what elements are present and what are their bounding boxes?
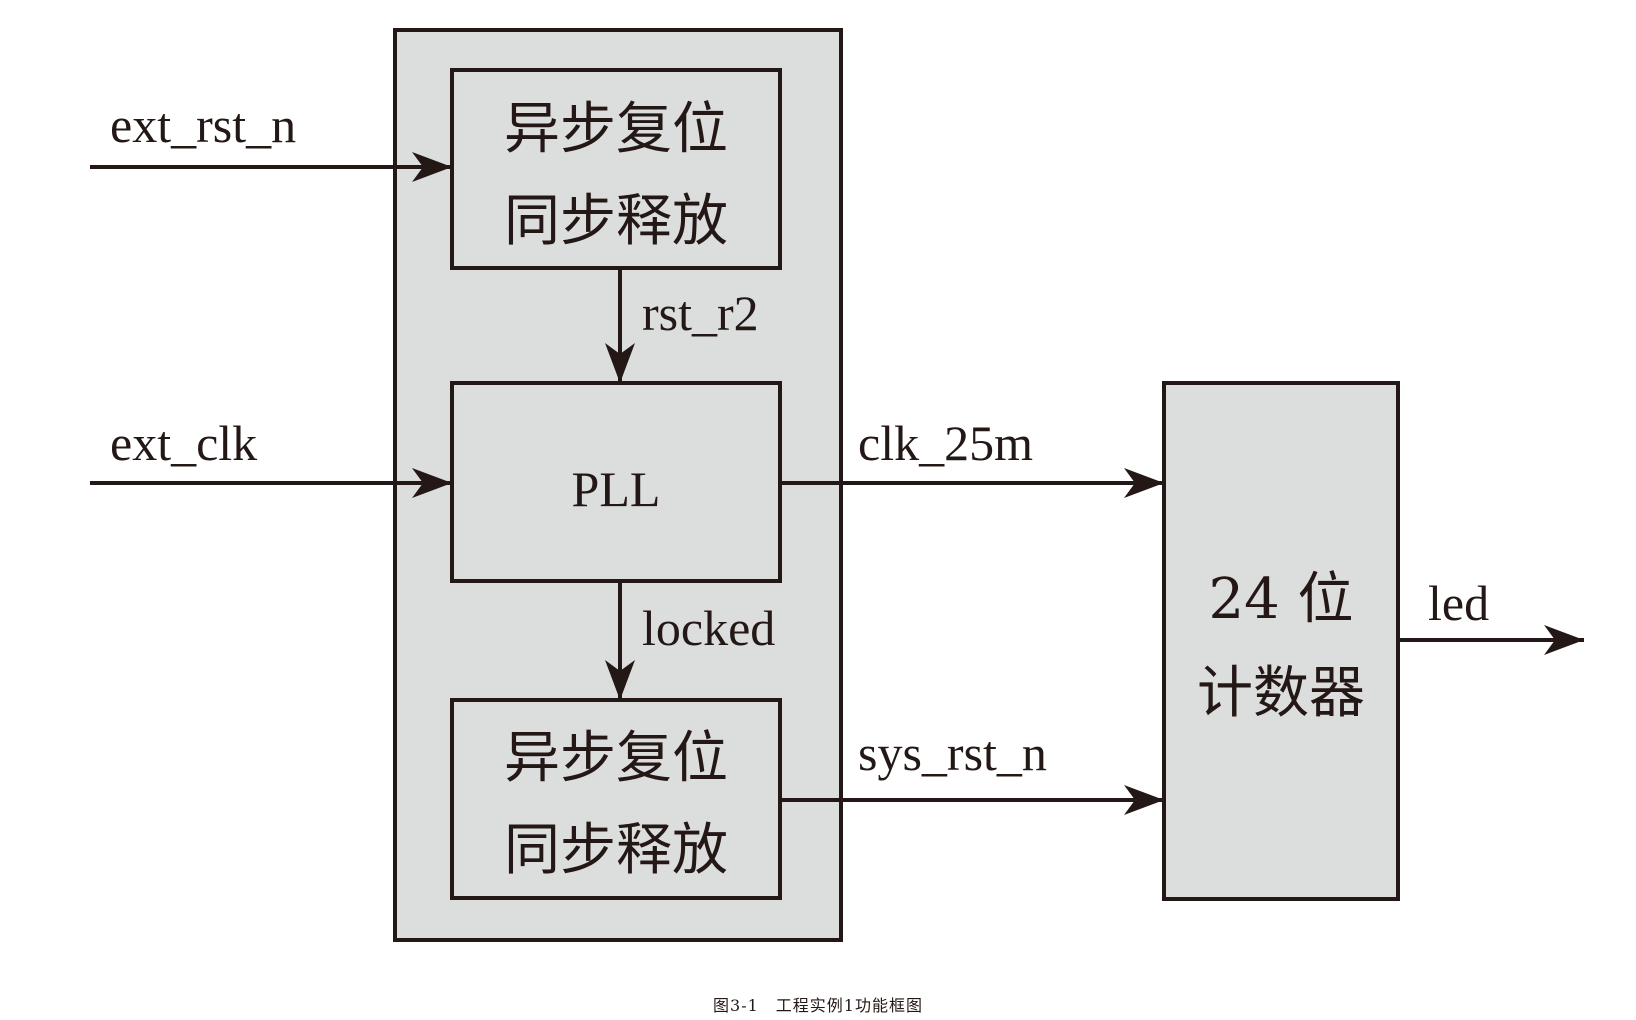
ext-clk-label: ext_clk: [110, 415, 257, 471]
pll-block: [450, 381, 782, 583]
pll-label: PLL: [572, 461, 661, 517]
ext-rst-n-label: ext_rst_n: [110, 97, 296, 153]
function-block-diagram: 异步复位 同步释放 PLL 异步复位 同步释放 24 位 计数器 ext_rst…: [90, 28, 1584, 942]
reset-sync-top-block: [450, 68, 782, 270]
clk-25m-label: clk_25m: [858, 415, 1033, 471]
led-label: led: [1428, 575, 1489, 631]
reset-sync-top-line2: 同步释放: [504, 189, 728, 254]
figure-caption: 图3-1 工程实例1功能框图: [713, 996, 923, 1015]
reset-sync-bottom-line1: 异步复位: [504, 726, 728, 791]
locked-label: locked: [642, 600, 775, 656]
counter-block: [1162, 381, 1400, 901]
counter-line2: 计数器: [1197, 661, 1365, 726]
reset-sync-top-line1: 异步复位: [504, 97, 728, 162]
sys-rst-n-label: sys_rst_n: [858, 725, 1047, 781]
counter-line1: 24 位: [1208, 567, 1353, 632]
rst-r2-label: rst_r2: [642, 285, 759, 341]
reset-sync-bottom-line2: 同步释放: [504, 818, 728, 883]
